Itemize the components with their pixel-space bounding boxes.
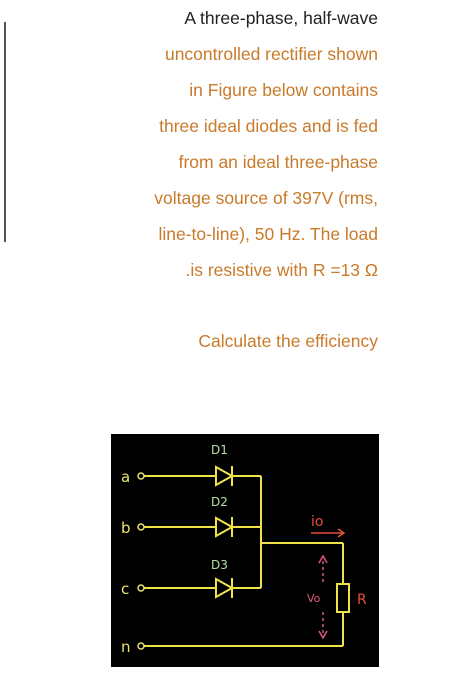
terminal-b-dot (137, 523, 145, 531)
diode-d1 (215, 465, 235, 487)
question-line-1: A three-phase, half-wave (184, 8, 378, 28)
resistor-label: R (357, 592, 367, 608)
terminal-b-label: b (121, 519, 131, 537)
question-line-8: .is resistive with R =13 Ω (185, 260, 378, 280)
question-line-4: three ideal diodes and is fed (159, 116, 378, 136)
diode-d2 (215, 516, 235, 538)
io-label: io (311, 514, 323, 530)
prompt-text: Calculate the efficiency (198, 331, 378, 351)
circuit-diagram: a b c n D1 D2 D3 io Vo R (111, 434, 379, 667)
vo-arrow-up-head (318, 554, 328, 564)
question-line-6: voltage source of 397V (rms, (154, 188, 378, 208)
diode-d3-label: D3 (211, 558, 228, 572)
diode-d1-label: D1 (211, 443, 228, 457)
diode-d3 (215, 577, 235, 599)
question-text: A three-phase, half-wave uncontrolled re… (100, 0, 378, 288)
question-line-3: in Figure below contains (189, 80, 378, 100)
terminal-a-dot (137, 472, 145, 480)
scrollbar[interactable] (4, 22, 6, 242)
terminal-n-dot (137, 642, 145, 650)
terminal-c-label: c (121, 580, 129, 598)
diode-d2-label: D2 (211, 495, 228, 509)
circuit-svg: a b c n D1 D2 D3 io Vo R (121, 443, 367, 656)
terminal-a-label: a (121, 468, 130, 486)
question-line-7: line-to-line), 50 Hz. The load (158, 224, 378, 244)
io-arrow-head (337, 528, 346, 538)
terminal-c-dot (137, 584, 145, 592)
question-line-5: from an ideal three-phase (178, 152, 378, 172)
vo-arrow-down-head (318, 630, 328, 640)
vo-label: Vo (307, 592, 321, 605)
resistor-r (336, 583, 350, 613)
terminal-n-label: n (121, 638, 131, 656)
question-line-2: uncontrolled rectifier shown (164, 44, 378, 64)
